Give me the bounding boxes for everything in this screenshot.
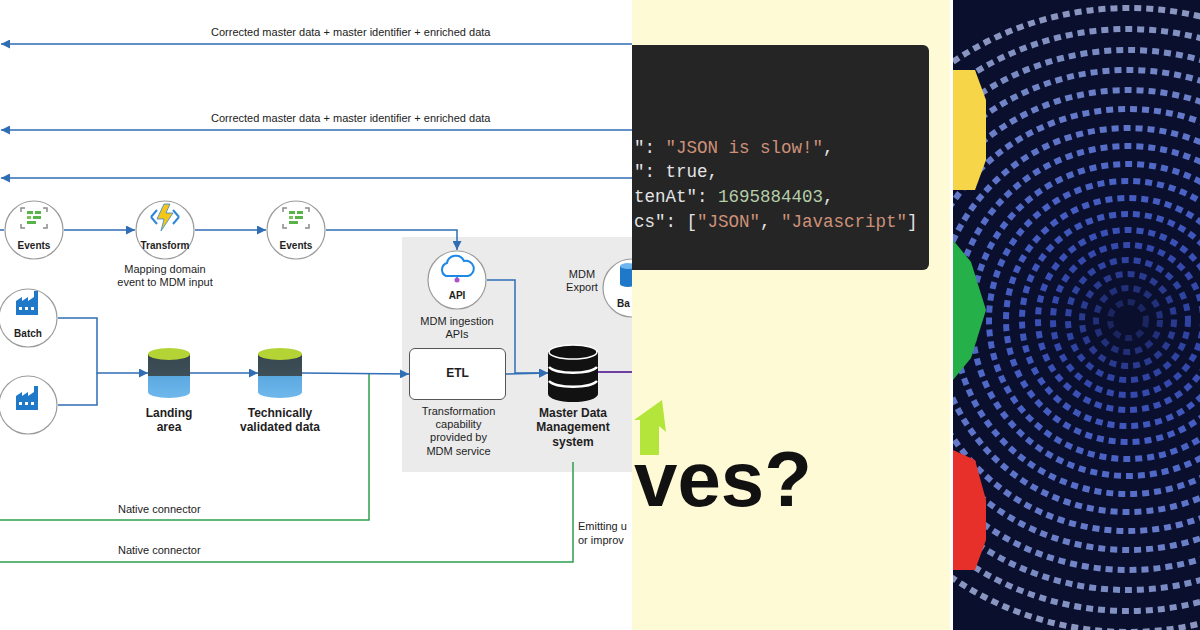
flow-arrow [326,230,457,250]
code-token: ] [907,212,918,232]
code-token: "JSON" [697,212,760,232]
connector-layer [0,0,632,630]
code-token: , [760,212,781,232]
code-token: 1695884403 [718,187,823,207]
dash-ring [953,109,1200,531]
icon-layer [0,0,632,630]
dash-ring [1022,214,1200,426]
red-tab [953,450,986,570]
service-circle: Batch [0,288,58,348]
code-token: "Javascript" [781,212,907,232]
flow-arrow [302,373,409,374]
service-circle: Events [266,200,326,260]
node-caption: Transformation capability provided by MD… [416,405,501,458]
dash-ring [953,70,1200,570]
flow-arrow [190,372,258,374]
dash-ring [1068,260,1188,380]
node-label: Transform [135,240,195,252]
code-line: ": true, [634,161,718,183]
feedback-arrow [1,43,632,45]
line-label: Corrected master data + master identifie… [211,112,490,125]
code-token: cs": [ [634,212,697,232]
node-caption: Mapping domain event to MDM input [110,263,220,289]
node-label: Landing area [139,406,199,435]
node-label: Master Data Management system [523,406,623,449]
dash-ring [953,8,1200,630]
code-token: ": true, [634,162,718,182]
node-label: Events [266,240,326,252]
dash-ring [953,29,1200,611]
flow-arrow [64,229,135,231]
code-token: , [823,187,834,207]
dash-ring [953,128,1200,512]
dash-ring [1082,274,1174,366]
dash-ring [953,90,1200,550]
process-box: ETLTransformation capability provided by… [409,348,506,400]
dash-ring [989,181,1200,459]
code-line: cs": ["JSON", "Javascript"] [634,211,918,233]
diagram-backdrop [0,0,632,630]
dash-ring [953,50,1200,590]
headline-text: ves? [634,440,812,518]
flow-arrow [506,373,548,374]
dash-ring [954,146,1200,494]
node-caption: Ba [617,298,632,310]
service-circle: MDM ExportBa [602,258,632,318]
node-label: MDM Export [562,268,602,294]
flow-arrow [487,280,548,373]
node-label: Batch [0,328,58,340]
code-line: tenAt": 1695884403, [634,186,834,208]
cyl-outline [258,348,302,398]
service-circle: Events [4,200,64,260]
database-cylinder: Master Data Management system [548,344,598,402]
db-outline [548,344,598,402]
yellow-tab [953,70,986,190]
line-label: Native connector [118,544,201,557]
line-label: or improv [578,534,624,547]
node-label: ETL [410,366,505,380]
code-token: ": [634,138,666,158]
line-label: Emitting u [578,520,627,533]
diagram-panel: EventsTransformMapping domain event to M… [0,0,632,630]
service-circle: TransformMapping domain event to MDM inp… [135,200,195,260]
export-wire [598,371,632,373]
code-token: , [823,138,834,158]
dash-ring [1096,288,1160,352]
service-circle: APIMDM ingestion APIs [427,250,487,310]
line-label: Corrected master data + master identifie… [211,26,490,39]
storage-cylinder: Technically validated data [258,348,302,398]
dash-ring [972,164,1200,476]
green-tab [953,240,986,380]
storage-cylinder: Landing area [148,348,190,398]
dash-ring [1006,198,1200,442]
code-line: ": "JSON is slow!", [634,137,834,159]
code-box: ": "JSON is slow!", ": true, tenAt": 169… [632,45,929,270]
flow-arrow [195,229,266,231]
code-token: "JSON is slow!" [666,138,824,158]
radial-pattern [953,0,1200,630]
node-caption: MDM ingestion APIs [412,315,502,341]
feedback-arrow [1,177,632,179]
code-panel: ": "JSON is slow!", ": true, tenAt": 169… [632,0,950,630]
dash-ring [1053,245,1200,395]
abstract-panel [953,0,1200,630]
node-label: Technically validated data [230,406,330,435]
feedback-arrow [1,129,632,131]
code-token: tenAt": [634,187,718,207]
incoming-wire [0,229,4,231]
native-connector-line [0,462,573,562]
cyl-outline [148,348,190,398]
merge-wire [58,373,97,405]
service-region [402,237,632,472]
line-label: Native connector [118,503,201,516]
dash-rings [953,8,1200,630]
dash-ring [1038,230,1200,410]
dash-ring [1110,302,1146,338]
factory-icon [16,386,38,410]
node-label: API [427,290,487,302]
batch-circle [0,376,57,434]
flow-arrow [58,318,148,373]
node-label: Events [4,240,64,252]
